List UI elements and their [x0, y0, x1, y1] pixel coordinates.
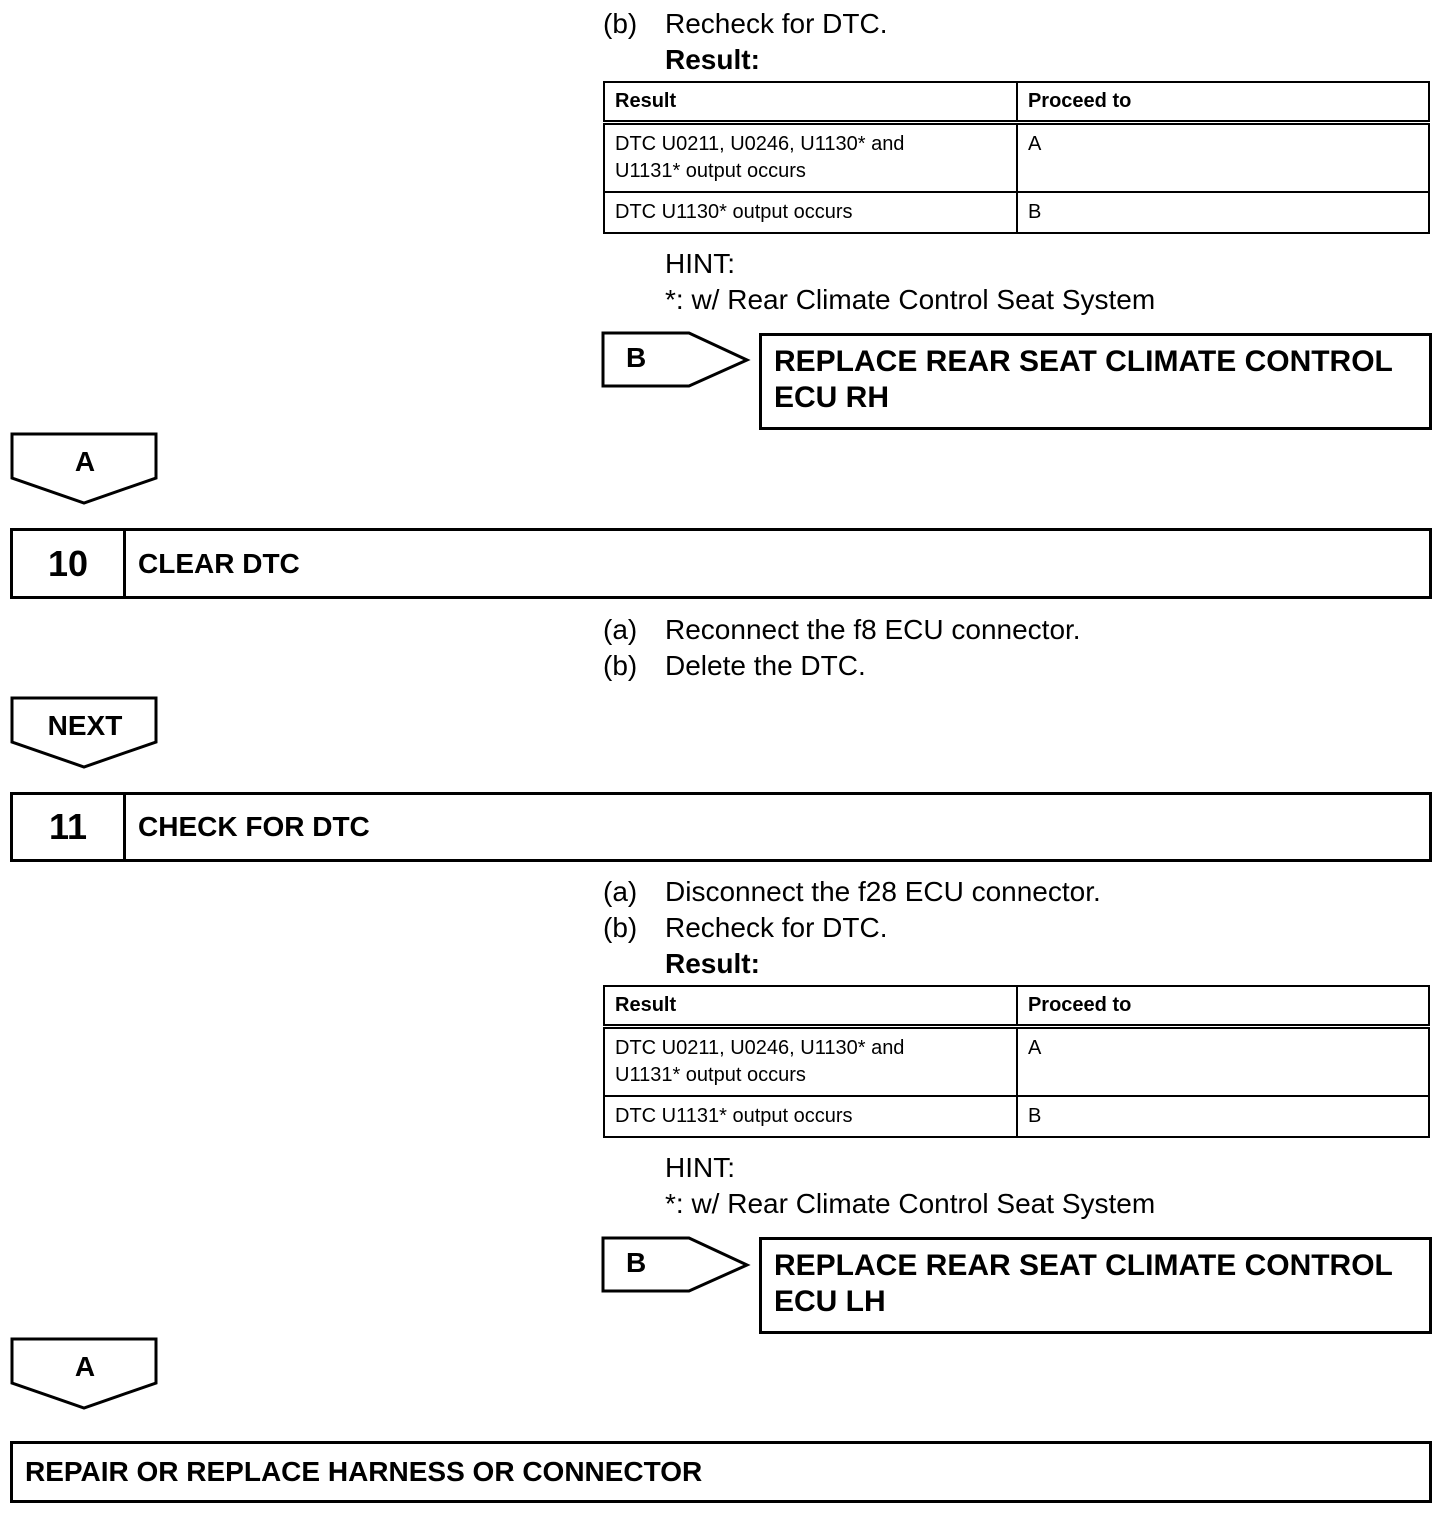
result-table-9: Result Proceed to DTC U0211, U0246, U113…	[603, 81, 1431, 234]
branch-b-action-box: REPLACE REAR SEAT CLIMATE CONTROL ECU RH	[759, 333, 1432, 430]
step-label: (b)	[603, 650, 638, 681]
result-heading: Result:	[665, 44, 760, 75]
action-line: ECU RH	[774, 381, 890, 414]
step-header-11: 11 CHECK FOR DTC	[10, 792, 1432, 862]
table-cell-proceed: A	[1015, 121, 1431, 193]
table-header-result: Result	[603, 985, 1018, 1029]
action-line: REPLACE REAR SEAT CLIMATE CONTROL	[774, 1249, 1393, 1282]
table-row: DTC U1130* output occurs B	[603, 191, 1431, 234]
step-number: 10	[13, 531, 126, 596]
step-title: CHECK FOR DTC	[138, 811, 370, 842]
table-cell-result: DTC U1131* output occurs	[603, 1095, 1018, 1138]
hint-text: *: w/ Rear Climate Control Seat System	[665, 284, 1156, 315]
branch-b-arrow	[601, 1236, 751, 1293]
branch-b-arrow	[601, 331, 751, 388]
hint-label: HINT:	[665, 1152, 735, 1183]
step-label: (a)	[603, 614, 638, 645]
result-line: U1131* output occurs	[615, 1064, 806, 1086]
table-header-row: Result Proceed to	[603, 81, 1431, 125]
step-text: Recheck for DTC.	[665, 912, 888, 943]
step9-b-line: (b) Recheck for DTC.	[603, 6, 888, 42]
step11-a-line: (a) Disconnect the f28 ECU connector.	[603, 874, 1101, 910]
branch-a-arrow	[10, 432, 158, 505]
branch-b-label: B	[626, 342, 647, 373]
table-cell-result: DTC U0211, U0246, U1130* and U1131* outp…	[603, 121, 1018, 193]
step10-a-line: (a) Reconnect the f8 ECU connector.	[603, 612, 1081, 648]
step-label: (b)	[603, 912, 638, 943]
hint-text: *: w/ Rear Climate Control Seat System	[665, 1188, 1156, 1219]
branch-a-label: A	[74, 1351, 96, 1382]
result-table-11: Result Proceed to DTC U0211, U0246, U113…	[603, 985, 1431, 1138]
branch-a-label: A	[74, 446, 96, 477]
table-cell-result: DTC U0211, U0246, U1130* and U1131* outp…	[603, 1025, 1018, 1097]
step10-b-line: (b) Delete the DTC.	[603, 648, 866, 684]
table-row: DTC U0211, U0246, U1130* and U1131* outp…	[603, 121, 1431, 193]
table-cell-proceed: B	[1015, 1095, 1431, 1138]
branch-b-label: B	[626, 1247, 647, 1278]
table-row: DTC U1131* output occurs B	[603, 1095, 1431, 1138]
table-cell-result: DTC U1130* output occurs	[603, 191, 1018, 234]
step-label: (a)	[603, 876, 638, 907]
hint-label: HINT:	[665, 248, 735, 279]
action-line: ECU LH	[774, 1285, 886, 1318]
table-cell-proceed: B	[1015, 191, 1431, 234]
result-line: DTC U0211, U0246, U1130* and	[615, 1037, 905, 1059]
step-number: 11	[13, 795, 126, 859]
result-line: U1131* output occurs	[615, 160, 806, 182]
step-text: Reconnect the f8 ECU connector.	[665, 614, 1081, 645]
final-action-box: REPAIR OR REPLACE HARNESS OR CONNECTOR	[10, 1441, 1432, 1503]
step-label: (b)	[603, 8, 638, 39]
step-text: Disconnect the f28 ECU connector.	[665, 876, 1101, 907]
step-text: Recheck for DTC.	[665, 8, 888, 39]
table-cell-proceed: A	[1015, 1025, 1431, 1097]
table-header-proceed: Proceed to	[1015, 81, 1431, 125]
table-header-proceed: Proceed to	[1015, 985, 1431, 1029]
result-line: DTC U0211, U0246, U1130* and	[615, 133, 905, 155]
result-heading: Result:	[665, 948, 760, 979]
action-line: REPLACE REAR SEAT CLIMATE CONTROL	[774, 345, 1393, 378]
step-text: Delete the DTC.	[665, 650, 866, 681]
step-title: CLEAR DTC	[138, 547, 300, 579]
table-row: DTC U0211, U0246, U1130* and U1131* outp…	[603, 1025, 1431, 1097]
branch-a-arrow	[10, 1337, 158, 1410]
next-label: NEXT	[47, 710, 123, 741]
table-header-row: Result Proceed to	[603, 985, 1431, 1029]
step-header-10: 10 CLEAR DTC	[10, 528, 1432, 599]
table-header-result: Result	[603, 81, 1018, 125]
step11-b-line: (b) Recheck for DTC.	[603, 910, 888, 946]
branch-b-action-box: REPLACE REAR SEAT CLIMATE CONTROL ECU LH	[759, 1237, 1432, 1334]
next-arrow	[10, 696, 158, 769]
final-action-text: REPAIR OR REPLACE HARNESS OR CONNECTOR	[25, 1456, 703, 1487]
